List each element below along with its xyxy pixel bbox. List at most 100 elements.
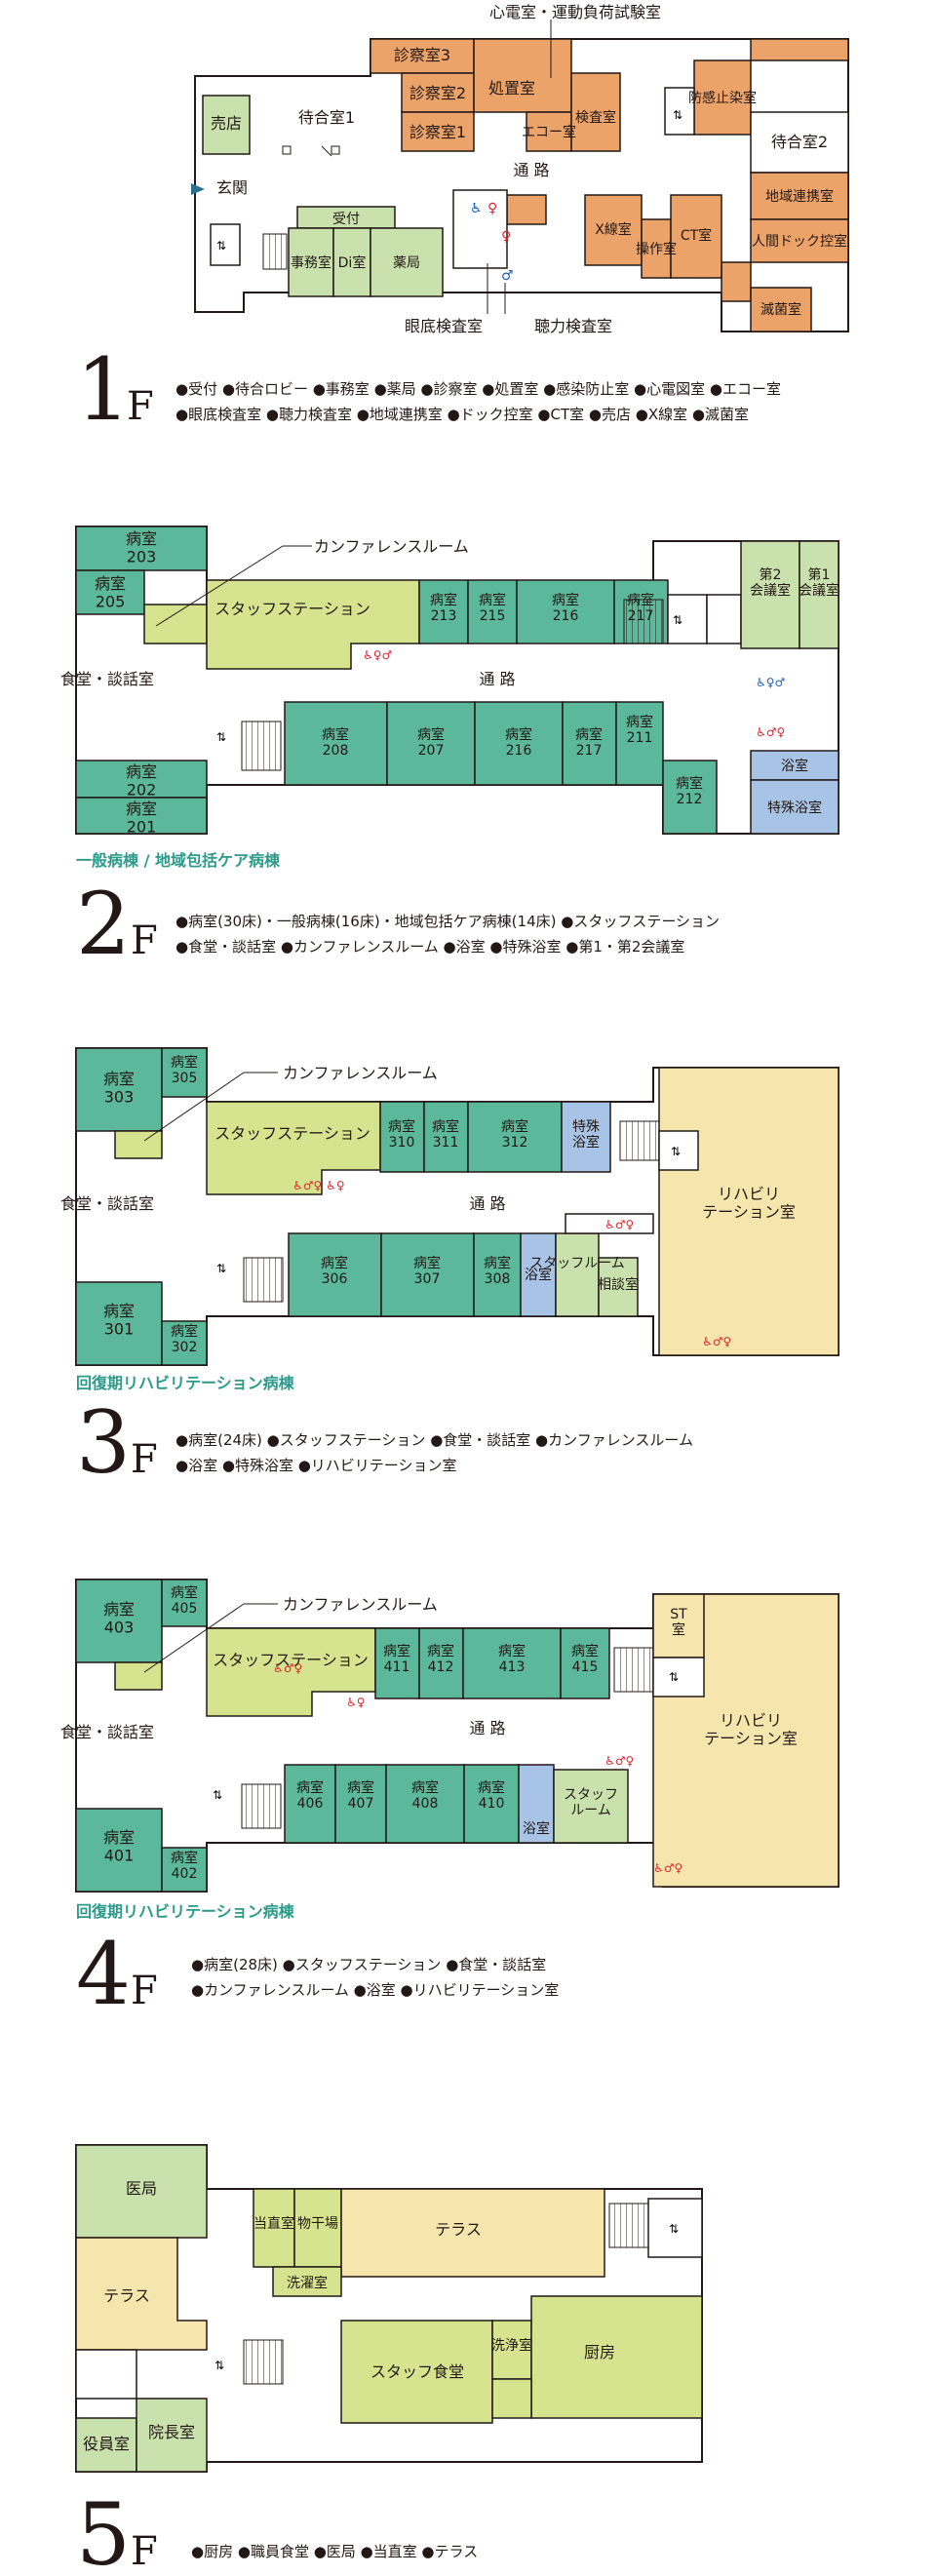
toilet-area [452, 189, 508, 269]
room-baiten[interactable] [202, 95, 251, 155]
room-b302[interactable] [161, 1320, 208, 1366]
room-ct[interactable] [670, 194, 722, 279]
room-kaigi2[interactable] [740, 540, 800, 649]
callout-conference-4f: カンファレンスルーム [283, 1595, 438, 1614]
room-b310[interactable] [379, 1101, 425, 1173]
room-conference-4f[interactable] [114, 1661, 163, 1691]
room-kaigi1[interactable] [799, 540, 839, 649]
toilet-icon: ♿ [470, 201, 483, 216]
room-b216[interactable] [516, 579, 615, 644]
room-b205[interactable] [75, 569, 145, 615]
room-b216b[interactable] [474, 701, 564, 786]
room-machiai2[interactable] [750, 111, 849, 174]
room-senjou[interactable] [491, 2320, 532, 2380]
room-b405[interactable] [161, 1579, 208, 1627]
room-kensa[interactable] [570, 72, 621, 152]
floor-suffix-4: F [131, 1969, 158, 2013]
room-special-bath-3f[interactable] [561, 1101, 611, 1173]
toilet-icon: ♀ [488, 201, 497, 216]
stairs-3f [243, 1257, 284, 1303]
room-b311[interactable] [423, 1101, 469, 1173]
room-b403[interactable] [75, 1579, 163, 1663]
room-b411[interactable] [374, 1627, 420, 1699]
room-dock[interactable] [750, 218, 849, 263]
floor-suffix-2: F [131, 918, 158, 963]
label-tsuro-4f: 通 路 [469, 1719, 505, 1737]
room-b401[interactable] [75, 1808, 163, 1893]
room-chiiki[interactable] [750, 172, 849, 220]
room-b312[interactable] [467, 1101, 563, 1173]
room-ikyoku[interactable] [75, 2144, 208, 2239]
room-b408[interactable] [385, 1764, 465, 1844]
room-staffroom-3f[interactable] [555, 1232, 600, 1317]
label-senjou: 洗浄室 [491, 2337, 532, 2354]
label-yakkyoku: 薬局 [393, 255, 420, 271]
pillar-b [331, 145, 340, 155]
room-soudan-3f[interactable] [598, 1257, 639, 1317]
room-monohoshi[interactable] [293, 2188, 342, 2268]
room-st-4f[interactable] [652, 1593, 705, 1659]
elevator-1f-left [210, 223, 241, 266]
room-staffroom-4f[interactable] [553, 1769, 629, 1844]
room-b306[interactable] [288, 1232, 382, 1317]
room-staff-dining[interactable] [340, 2320, 493, 2424]
room-b213[interactable] [418, 579, 469, 644]
room-b212[interactable] [662, 760, 718, 835]
room-b413[interactable] [462, 1627, 562, 1699]
room-rehab-3f[interactable] [658, 1067, 839, 1356]
room-b415[interactable] [560, 1627, 610, 1699]
elevator-icon: ⇅ [216, 1262, 226, 1275]
legend-1f-line2: ●眼底検査室 ●聴力検査室 ●地域連携室 ●ドック控室 ●CT室 ●売店 ●X線… [176, 406, 749, 423]
room-5f-left-blank [75, 2349, 137, 2400]
legend-2f-line2: ●食堂・談話室 ●カンファレンスルーム ●浴室 ●特殊浴室 ●第1・第2会議室 [176, 938, 684, 956]
room-b406[interactable] [284, 1764, 336, 1844]
room-mekkin[interactable] [750, 287, 812, 332]
room-sentaku[interactable] [272, 2266, 342, 2297]
room-boukan[interactable] [693, 59, 752, 136]
stairs-2f [241, 721, 282, 771]
room-conference-2f[interactable] [143, 604, 208, 644]
room-conference-3f[interactable] [114, 1130, 163, 1159]
room-shochi[interactable] [473, 38, 572, 113]
room-bath-3f[interactable] [520, 1232, 557, 1317]
room-terrace-top[interactable] [340, 2188, 605, 2278]
room-b208[interactable] [284, 701, 388, 786]
room-touchoku[interactable] [253, 2188, 295, 2268]
label-ikyoku: 医局 [126, 2179, 157, 2198]
label-station-2f: スタッフステーション [214, 600, 370, 618]
floor-5f: ⇅ ⇅ 医局 テラス 当直室 物干場 テラス 洗濯室 スタッフ食堂 洗浄室 厨房… [75, 2144, 703, 2576]
room-b412[interactable] [418, 1627, 464, 1699]
room-b305[interactable] [161, 1047, 208, 1098]
label-rehab-4f: リハビリテーション室 [704, 1711, 798, 1747]
room-b211[interactable] [615, 701, 664, 786]
pillar-1f [321, 145, 332, 157]
stairs-4f-right [613, 1647, 654, 1693]
room-bath-2f[interactable] [750, 750, 839, 781]
room-shinsatsu1[interactable] [401, 111, 475, 152]
callout-line [143, 1603, 245, 1673]
room-b202[interactable] [75, 760, 208, 799]
room-b410[interactable] [463, 1764, 520, 1844]
room-b215[interactable] [467, 579, 518, 644]
room-b201[interactable] [75, 797, 208, 835]
room-special-bath-2f[interactable] [750, 779, 839, 835]
room-inchou[interactable] [136, 2398, 208, 2473]
room-shinsatsu2[interactable] [401, 72, 475, 113]
room-b402[interactable] [161, 1847, 208, 1893]
room-b203[interactable] [75, 526, 208, 571]
room-b217b[interactable] [562, 701, 617, 786]
elevator-icon: ⇅ [671, 1145, 681, 1158]
room-yakkyoku[interactable] [370, 227, 444, 297]
room-xsen[interactable] [584, 194, 643, 266]
room-b407[interactable] [334, 1764, 387, 1844]
label-eco: エコー室 [522, 124, 576, 140]
room-chubo[interactable] [530, 2295, 703, 2419]
